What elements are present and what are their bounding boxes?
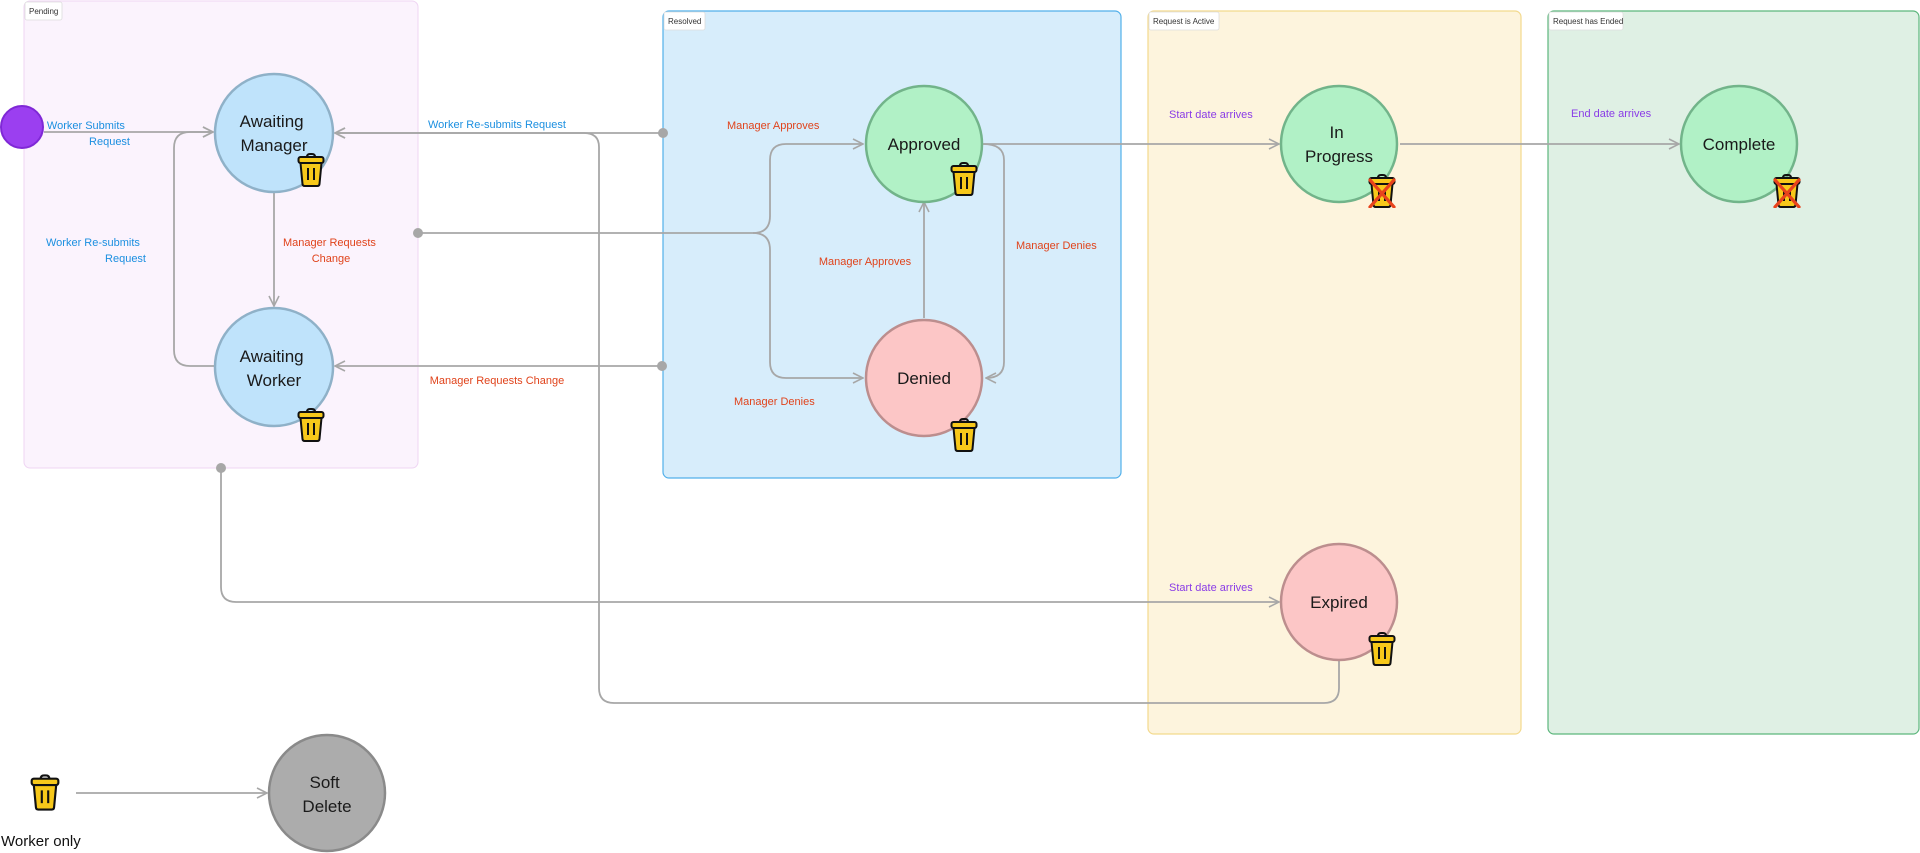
state-complete-label: Complete xyxy=(1703,135,1776,154)
trash-disabled-icon xyxy=(1370,175,1395,207)
group-resolved-label: Resolved xyxy=(668,17,701,26)
state-denied-label: Denied xyxy=(897,369,951,388)
state-expired-label: Expired xyxy=(1310,593,1368,612)
label-worker-submits: Worker Submits Request xyxy=(47,120,130,148)
edge-manager-denies-bottom xyxy=(752,232,863,378)
state-awaiting-manager-label: Awaiting Manager xyxy=(240,112,309,155)
state-in-progress: In Progress xyxy=(1279,84,1399,207)
state-in-progress-label: In Progress xyxy=(1305,123,1373,166)
state-soft-delete: Soft Delete xyxy=(267,733,387,853)
state-denied: Denied xyxy=(864,318,984,452)
group-resolved: Resolved xyxy=(662,10,1122,479)
group-request-active-label: Request is Active xyxy=(1153,17,1215,26)
state-expired: Expired xyxy=(1279,542,1399,666)
trash-disabled-icon xyxy=(1775,175,1800,207)
label-worker-resubmits-top: Worker Re-submits Request xyxy=(428,119,566,131)
edge-dot xyxy=(657,361,667,371)
trash-icon xyxy=(297,153,325,187)
trash-icon xyxy=(30,774,60,811)
trash-icon xyxy=(297,408,325,442)
trash-icon xyxy=(950,418,978,452)
edge-manager-denies-right xyxy=(982,143,1005,378)
label-manager-approves-top: Manager Approves xyxy=(727,120,820,132)
state-awaiting-manager: Awaiting Manager xyxy=(213,72,335,194)
label-manager-approves-middle: Manager Approves xyxy=(819,256,912,268)
legend: Worker only xyxy=(1,774,81,850)
edge-worker-resubmits-left xyxy=(173,132,214,367)
label-end-date: End date arrives xyxy=(1571,108,1652,120)
edges xyxy=(44,128,1679,793)
legend-label: Worker only xyxy=(1,833,81,850)
label-start-date-bottom: Start date arrives xyxy=(1169,582,1253,594)
state-soft-delete-label: Soft Delete xyxy=(302,773,351,816)
edge-dot xyxy=(216,463,226,473)
group-request-ended-label: Request has Ended xyxy=(1553,17,1623,26)
label-manager-requests-change-vertical: Manager Requests Change xyxy=(283,237,379,265)
edge-dot xyxy=(658,128,668,138)
trash-icon xyxy=(950,162,978,196)
edge-dot xyxy=(413,228,423,238)
group-request-active: Request is Active xyxy=(1147,10,1522,735)
edge-expired-resubmit xyxy=(335,133,1340,704)
label-manager-requests-change-horizontal: Manager Requests Change xyxy=(430,375,565,387)
state-awaiting-worker-label: Awaiting Worker xyxy=(240,347,309,390)
edge-manager-approves-top xyxy=(418,144,863,234)
edge-start-date-bottom xyxy=(220,468,1279,602)
group-request-ended: Request has Ended xyxy=(1547,10,1920,735)
start-node xyxy=(0,105,44,149)
state-awaiting-worker: Awaiting Worker xyxy=(213,306,335,442)
state-approved-label: Approved xyxy=(888,135,961,154)
group-pending: Pending xyxy=(23,0,419,469)
state-approved: Approved xyxy=(864,84,984,204)
state-complete: Complete xyxy=(1679,84,1800,207)
group-pending-label: Pending xyxy=(29,7,58,16)
label-worker-resubmits-left: Worker Re-submits Request xyxy=(46,237,146,265)
label-start-date-top: Start date arrives xyxy=(1169,109,1253,121)
trash-icon xyxy=(1368,632,1396,666)
label-manager-denies-right: Manager Denies xyxy=(1016,240,1097,252)
label-manager-denies-bottom: Manager Denies xyxy=(734,396,815,408)
